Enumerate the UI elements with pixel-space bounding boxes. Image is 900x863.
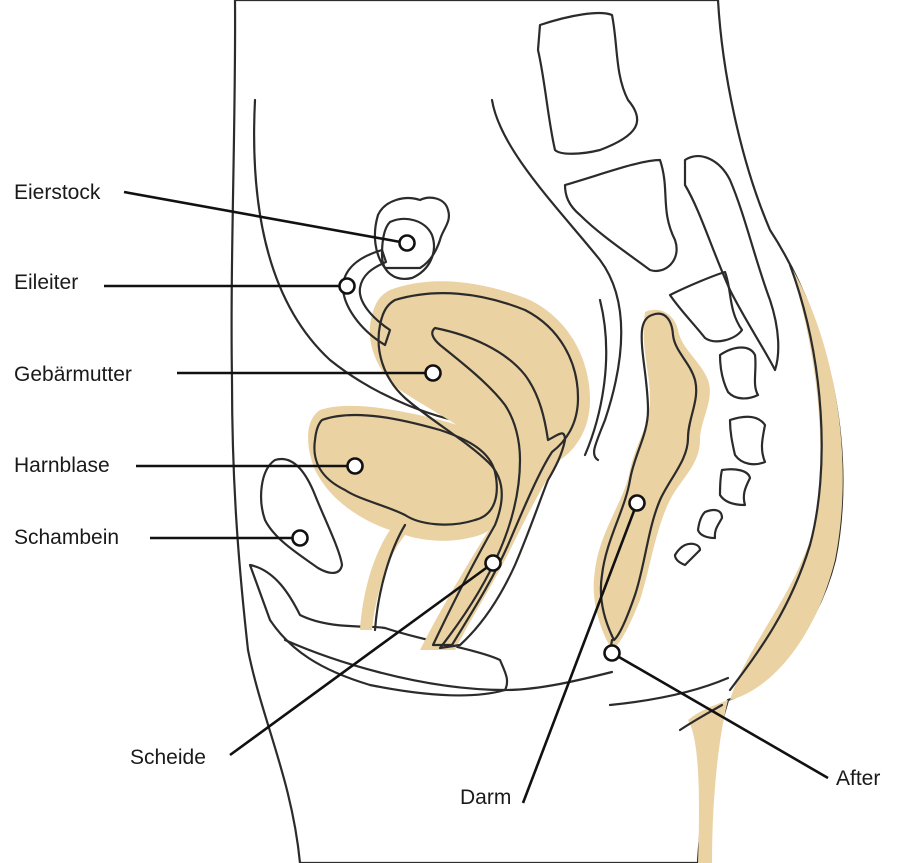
vertebra-3	[683, 154, 780, 372]
pelvic-floor	[248, 563, 509, 697]
vertebra-2	[563, 158, 678, 273]
uterus	[377, 292, 580, 647]
leader-ovary	[123, 190, 407, 245]
vertebra-9	[673, 542, 702, 567]
vertebra-1	[536, 11, 639, 155]
marker-intestine	[628, 494, 646, 512]
marker-bladder	[346, 457, 364, 475]
pubic-bone	[260, 457, 344, 574]
bladder	[313, 413, 498, 526]
label-pubic-bone: Schambein	[14, 526, 119, 549]
marker-uterus	[424, 364, 442, 382]
vertebra-4	[668, 270, 744, 343]
marker-pubic-bone	[291, 529, 309, 547]
label-bladder: Harnblase	[14, 454, 110, 477]
intestine	[599, 312, 698, 642]
label-intestine: Darm	[460, 786, 511, 809]
vertebra-8	[696, 508, 724, 540]
label-fallopian-tube: Eileiter	[14, 271, 78, 294]
marker-anus	[603, 644, 621, 662]
intestine-shadow	[593, 309, 710, 650]
thigh-shading	[688, 700, 728, 863]
leader-vagina	[229, 561, 494, 757]
label-vagina: Scheide	[130, 746, 206, 769]
marker-fallopian-tube	[338, 277, 356, 295]
leader-intestine	[521, 502, 639, 804]
leader-anus	[611, 651, 829, 780]
vertebra-5	[718, 346, 760, 400]
ovary-fringe	[373, 196, 450, 270]
uterine-cavity	[431, 326, 567, 650]
fallopian-tube	[341, 248, 392, 347]
vertebra-7	[718, 468, 752, 507]
label-uterus: Gebärmutter	[14, 363, 132, 386]
ovary	[380, 217, 436, 280]
label-anus: After	[836, 767, 880, 790]
label-ovary: Eierstock	[14, 181, 101, 204]
vertebra-6	[728, 415, 767, 466]
buttock-shading	[730, 265, 843, 700]
marker-vagina	[484, 554, 502, 572]
marker-ovary	[398, 234, 416, 252]
